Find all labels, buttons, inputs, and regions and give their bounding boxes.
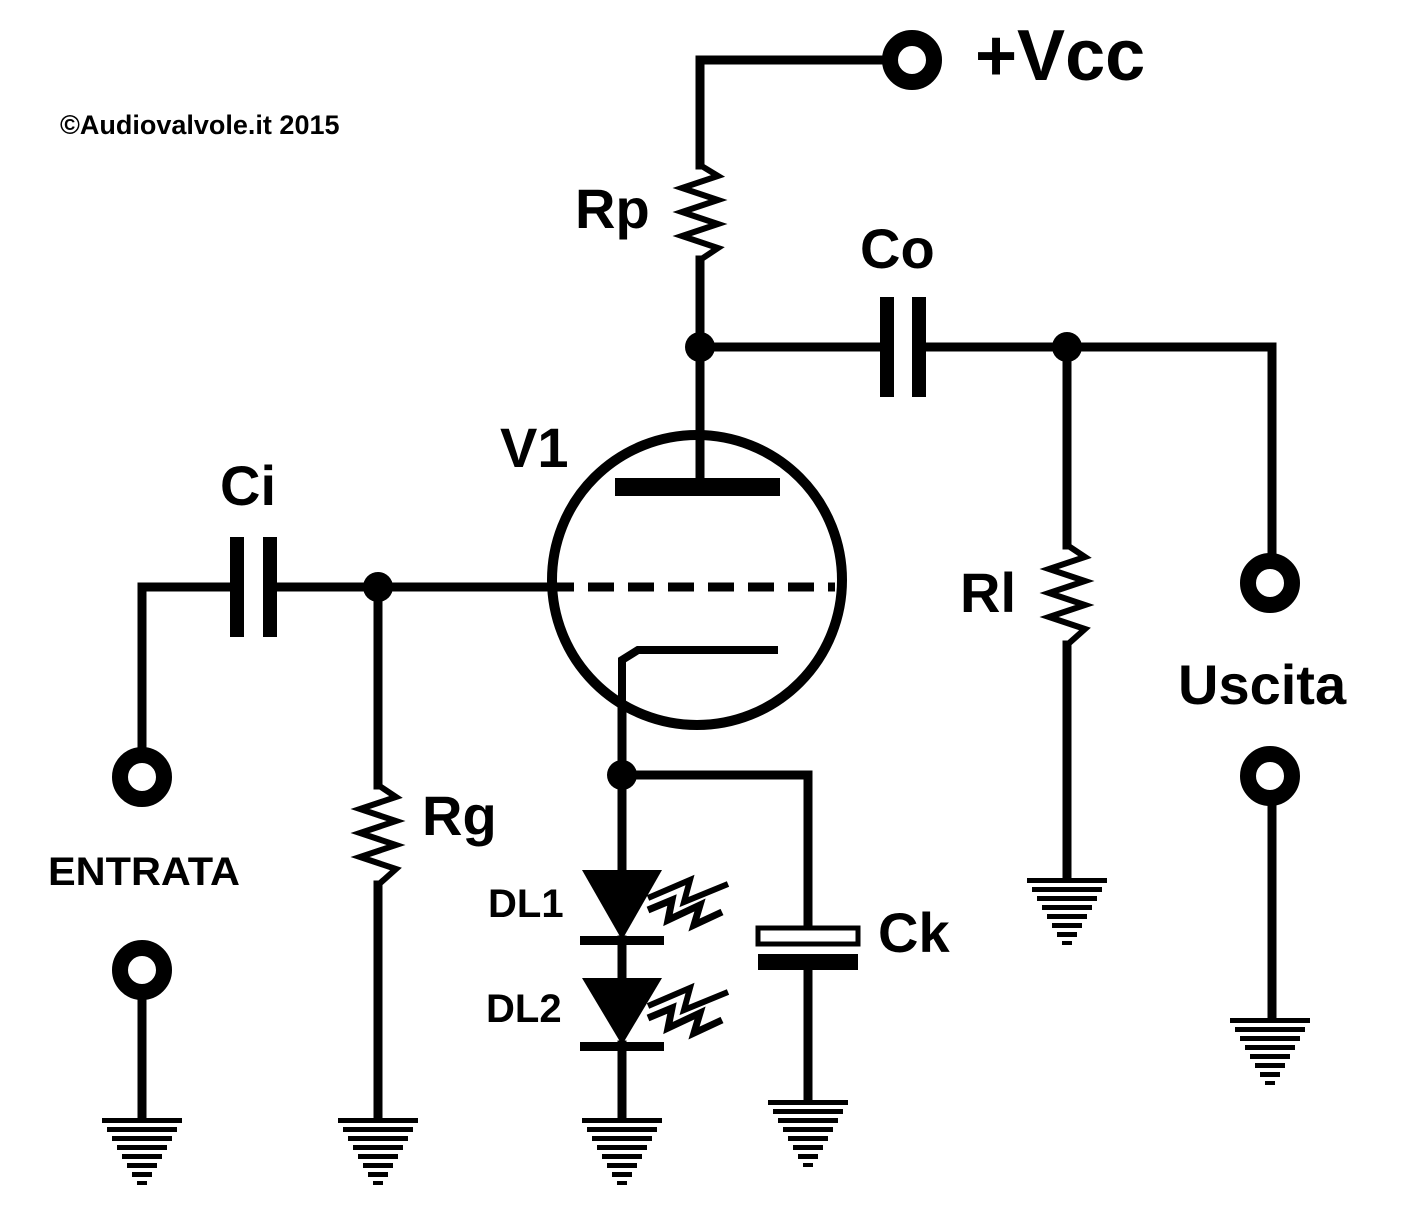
label-rg: Rg [422,784,497,847]
led-dl2 [580,978,730,1051]
ground-rl [1027,878,1107,945]
ground-output [1230,1018,1310,1085]
ground-input [102,1118,182,1185]
label-dl2: DL2 [486,987,562,1031]
label-vcc: +Vcc [975,16,1145,96]
led-dl1 [580,870,730,945]
label-dl1: DL1 [488,882,564,926]
label-rp: Rp [575,177,650,240]
label-ck: Ck [878,901,950,964]
output-terminal-top [1240,553,1300,613]
capacitor-ck [755,925,861,970]
label-uscita: Uscita [1178,653,1347,716]
ground-diodes [582,1118,662,1185]
ground-rg [338,1118,418,1185]
copyright-text: ©Audiovalvole.it 2015 [60,110,340,140]
junction-dots [363,332,1082,790]
input-terminal-bottom [112,940,172,1000]
output-terminal-bottom [1240,746,1300,806]
label-v1: V1 [500,416,569,479]
capacitor-ci [230,537,277,637]
vacuum-tube-v1 [547,425,847,770]
vcc-terminal [882,30,942,90]
input-terminal-top [112,747,172,807]
label-entrata: ENTRATA [48,850,240,894]
capacitor-co [880,297,926,397]
resistor-rg [350,782,406,888]
resistor-rl [1039,542,1095,648]
label-co: Co [860,217,935,280]
label-rl: Rl [960,561,1016,624]
resistor-rp [672,162,728,263]
ground-ck [768,1100,848,1167]
label-ci: Ci [220,454,276,517]
